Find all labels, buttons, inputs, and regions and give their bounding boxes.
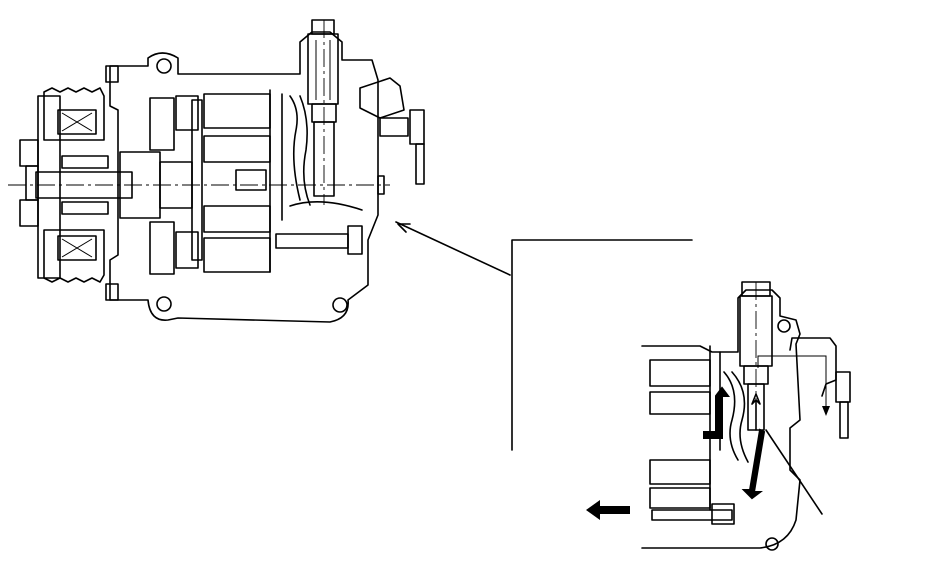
clutch-pulley [19,87,105,283]
detail-bolt-hole-top [777,319,791,333]
outlet-flow-arrow [586,500,630,520]
side-fitting [359,77,425,195]
bolt-hole-bottom-left [156,296,172,312]
bolt-head-bottom [105,283,119,301]
detail-bolt-hole-bottom [765,537,779,551]
detail-reference-leader [765,429,823,515]
control-valve [289,19,339,206]
callout-leader [395,221,693,451]
leader-line [395,221,511,276]
leader-arrowhead [397,223,411,233]
lower-pin [275,201,363,255]
detail-lower-pin [651,509,733,521]
main-cross-section [8,19,425,323]
drive-shaft [35,151,267,219]
detail-section [586,281,851,551]
bolt-head-top [105,65,119,83]
bolt-hole-bottom-right [332,297,348,313]
flow-arrow-down-small [822,406,830,416]
flow-arrow-down-center [741,428,766,500]
bolt-hole-top [156,58,172,74]
housing-outline [109,31,379,323]
flow-arrow-up-left [703,386,730,439]
cylinder-block [203,89,283,273]
detail-frame-line [511,239,693,451]
flow-path [757,355,827,408]
internal-parts [149,95,203,275]
flow-arrow-up-center [751,393,761,431]
